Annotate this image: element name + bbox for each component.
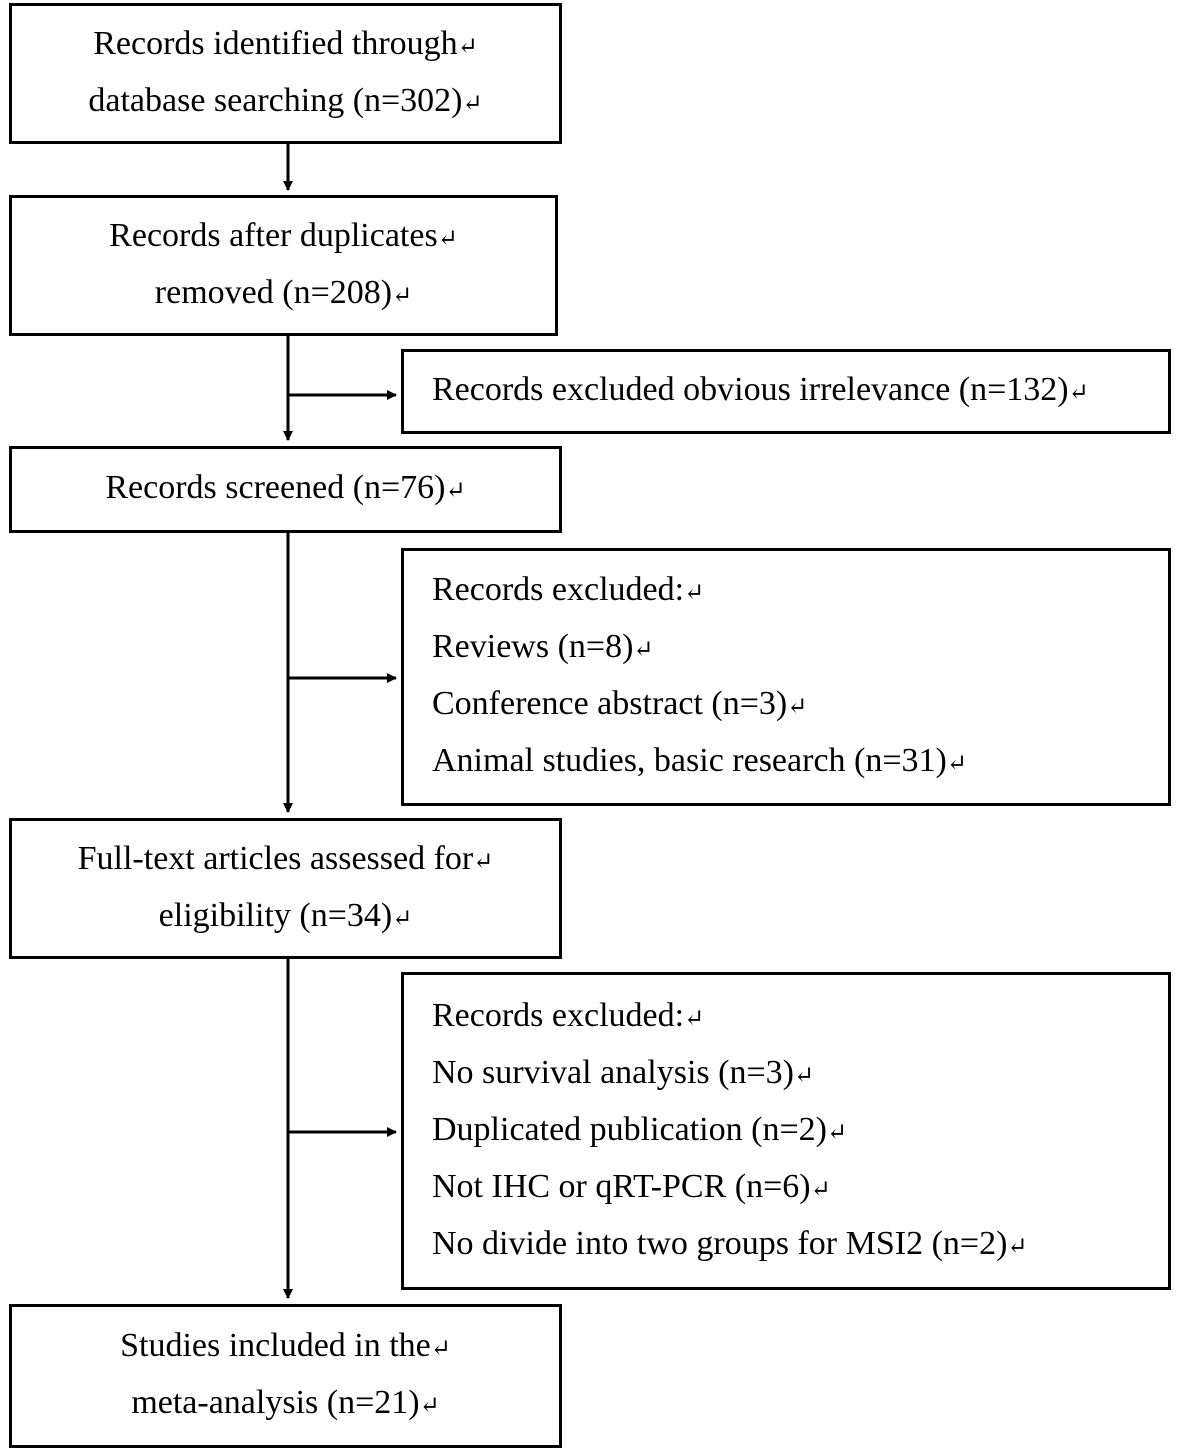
line-text: Conference abstract (n=3) xyxy=(432,685,788,722)
line-text: Records after duplicates xyxy=(109,216,438,254)
box-records-after-duplicates: Records after duplicates↵removed (n=208)… xyxy=(9,195,558,336)
return-mark-icon: ↵ xyxy=(457,33,478,60)
line-text: removed (n=208) xyxy=(154,273,393,311)
box-line: eligibility (n=34)↵ xyxy=(159,889,413,946)
box-line: Records excluded obvious irrelevance (n=… xyxy=(432,363,1168,420)
return-mark-icon: ↵ xyxy=(473,848,494,875)
box-records-identified: Records identified through↵database sear… xyxy=(9,3,562,144)
line-text: eligibility (n=34) xyxy=(158,896,393,934)
return-mark-icon: ↵ xyxy=(946,751,967,777)
box-line: Reviews (n=8)↵ xyxy=(432,620,1168,677)
return-mark-icon: ↵ xyxy=(419,1393,440,1419)
box-line: Conference abstract (n=3)↵ xyxy=(432,677,1168,734)
box-records-screened: Records screened (n=76)↵ xyxy=(9,446,562,533)
line-text: Animal studies, basic research (n=31) xyxy=(432,742,947,779)
box-line: meta-analysis (n=21)↵ xyxy=(131,1376,439,1433)
return-mark-icon: ↵ xyxy=(445,478,466,504)
return-mark-icon: ↵ xyxy=(1068,380,1089,406)
box-excluded-irrelevance: Records excluded obvious irrelevance (n=… xyxy=(401,349,1171,434)
box-line: No divide into two groups for MSI2 (n=2)… xyxy=(432,1217,1168,1274)
box-excluded-eligibility: Records excluded:↵No survival analysis (… xyxy=(401,972,1171,1290)
return-mark-icon: ↵ xyxy=(810,1176,831,1203)
line-text: database searching (n=302) xyxy=(88,81,463,119)
line-text: Studies included in the xyxy=(120,1327,431,1364)
box-line: Not IHC or qRT-PCR (n=6)↵ xyxy=(432,1160,1168,1217)
box-line: Records after duplicates↵ xyxy=(109,209,458,266)
line-text: Records identified through xyxy=(93,24,458,62)
line-text: Records excluded: xyxy=(432,996,685,1034)
return-mark-icon: ↵ xyxy=(787,694,808,720)
return-mark-icon: ↵ xyxy=(437,225,458,252)
box-excluded-screening: Records excluded:↵Reviews (n=8)↵Conferen… xyxy=(401,548,1171,806)
box-line: Full-text articles assessed for↵ xyxy=(78,832,494,889)
return-mark-icon: ↵ xyxy=(684,580,705,606)
box-line: Records excluded:↵ xyxy=(432,563,1168,620)
line-text: No divide into two groups for MSI2 (n=2) xyxy=(432,1224,1008,1262)
return-mark-icon: ↵ xyxy=(684,1005,705,1032)
box-line: Animal studies, basic research (n=31)↵ xyxy=(432,734,1168,791)
line-text: Not IHC or qRT-PCR (n=6) xyxy=(432,1167,811,1205)
box-line: Duplicated publication (n=2)↵ xyxy=(432,1103,1168,1160)
line-text: Duplicated publication (n=2) xyxy=(432,1110,827,1148)
return-mark-icon: ↵ xyxy=(826,1119,848,1146)
line-text: No survival analysis (n=3) xyxy=(432,1053,794,1091)
return-mark-icon: ↵ xyxy=(633,637,654,663)
return-mark-icon: ↵ xyxy=(793,1062,815,1089)
box-line: Records screened (n=76)↵ xyxy=(105,461,465,518)
line-text: Records screened (n=76) xyxy=(105,469,446,506)
line-text: meta-analysis (n=21) xyxy=(131,1384,420,1421)
line-text: Full-text articles assessed for xyxy=(77,839,474,877)
return-mark-icon: ↵ xyxy=(1007,1233,1028,1260)
box-line: Records identified through↵ xyxy=(93,17,478,74)
line-text: Reviews (n=8) xyxy=(432,628,634,665)
box-line: database searching (n=302)↵ xyxy=(88,74,482,131)
box-studies-included: Studies included in the↵meta-analysis (n… xyxy=(9,1304,562,1448)
line-text: Records excluded: xyxy=(432,571,685,608)
return-mark-icon: ↵ xyxy=(430,1336,451,1362)
return-mark-icon: ↵ xyxy=(392,282,413,309)
box-line: Studies included in the↵ xyxy=(120,1319,451,1376)
return-mark-icon: ↵ xyxy=(392,905,413,932)
return-mark-icon: ↵ xyxy=(462,90,483,117)
box-full-text-assessed: Full-text articles assessed for↵eligibil… xyxy=(9,818,562,959)
box-line: Records excluded:↵ xyxy=(432,989,1168,1046)
box-line: removed (n=208)↵ xyxy=(155,266,412,323)
box-line: No survival analysis (n=3)↵ xyxy=(432,1046,1168,1103)
line-text: Records excluded obvious irrelevance (n=… xyxy=(432,371,1069,408)
